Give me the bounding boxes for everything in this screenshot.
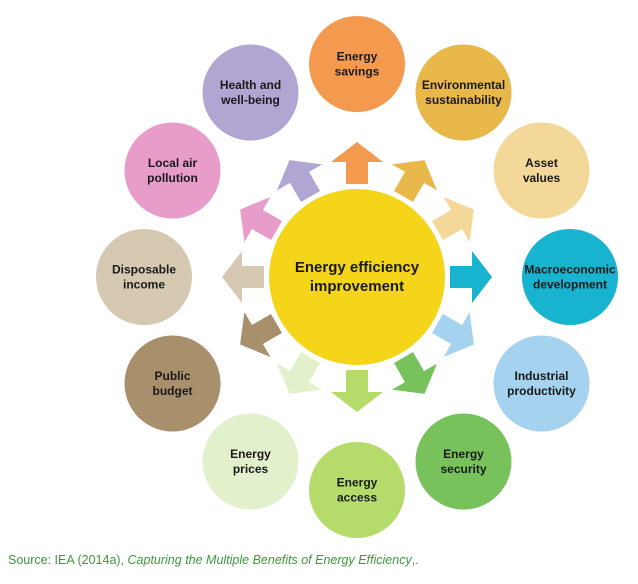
benefit-label-public-budget-line-1: Public [154, 369, 190, 383]
benefit-label-health-and-well-being-line-1: Health and [220, 78, 281, 92]
benefit-circle-environmental-sustainability [415, 44, 512, 141]
arrow-energy-security [392, 352, 437, 394]
benefit-circle-health-and-well-being [202, 44, 299, 141]
benefit-label-local-air-pollution-line-2: pollution [147, 171, 198, 185]
benefit-circle-local-air-pollution [124, 122, 221, 219]
source-prefix: Source: IEA (2014a), [8, 553, 128, 567]
arrow-asset-values [432, 197, 474, 242]
arrow-public-budget [240, 312, 282, 357]
benefit-label-energy-security-line-1: Energy [443, 447, 484, 461]
benefit-label-health-and-well-being-line-2: well-being [220, 93, 280, 107]
benefit-circle-energy-prices [202, 413, 299, 510]
arrow-energy-prices [277, 352, 322, 394]
benefit-label-disposable-income-line-2: income [123, 278, 165, 292]
benefit-label-local-air-pollution-line-1: Local air [148, 156, 198, 170]
benefit-label-energy-access-line-1: Energy [337, 476, 378, 490]
arrow-energy-savings [331, 142, 383, 184]
benefit-circle-industrial-productivity [493, 335, 590, 432]
arrow-macroeconomic-development [450, 251, 492, 303]
benefit-circle-macroeconomic-development [522, 229, 618, 325]
benefit-label-asset-values-line-2: values [523, 171, 561, 185]
source-caption: Source: IEA (2014a), Capturing the Multi… [8, 553, 419, 567]
benefit-circle-disposable-income [96, 229, 192, 325]
center-label-line-1: Energy efficiency [295, 259, 420, 276]
arrow-local-air-pollution [240, 197, 282, 242]
benefit-circle-energy-security [415, 413, 512, 510]
benefit-label-industrial-productivity-line-1: Industrial [514, 369, 568, 383]
benefit-label-energy-prices-line-1: Energy [230, 447, 271, 461]
benefit-circle-asset-values [493, 122, 590, 219]
benefit-label-disposable-income-line-1: Disposable [112, 263, 176, 277]
benefit-label-environmental-sustainability-line-1: Environmental [422, 78, 505, 92]
center-node: Energy efficiency improvement [269, 189, 445, 365]
center-label-line-2: improvement [310, 278, 404, 295]
benefit-circle-energy-access [309, 442, 405, 538]
benefit-label-energy-prices-line-2: prices [233, 462, 269, 476]
circles-layer: EnergysavingsEnvironmentalsustainability… [96, 16, 618, 538]
benefit-label-macroeconomic-development-line-2: development [533, 278, 607, 292]
benefit-label-industrial-productivity-line-2: productivity [507, 384, 576, 398]
arrow-environmental-sustainability [392, 160, 437, 202]
arrow-health-and-well-being [277, 160, 322, 202]
benefit-label-macroeconomic-development-line-1: Macroeconomic [524, 263, 616, 277]
benefit-circle-public-budget [124, 335, 221, 432]
benefit-circle-energy-savings [309, 16, 405, 112]
center-circle [269, 189, 445, 365]
arrow-industrial-productivity [432, 312, 474, 357]
arrow-energy-access [331, 370, 383, 412]
benefit-label-environmental-sustainability-line-2: sustainability [425, 93, 502, 107]
benefit-label-energy-security-line-2: security [440, 462, 486, 476]
arrows-layer [222, 142, 492, 412]
benefit-label-energy-savings-line-2: savings [335, 65, 380, 79]
benefit-label-asset-values-line-1: Asset [525, 156, 558, 170]
arrow-disposable-income [222, 251, 264, 303]
source-title: Capturing the Multiple Benefits of Energ… [127, 553, 412, 567]
benefit-label-energy-access-line-2: access [337, 491, 377, 505]
benefit-label-public-budget-line-2: budget [153, 384, 193, 398]
source-suffix: ,. [411, 553, 419, 567]
benefit-label-energy-savings-line-1: Energy [337, 50, 378, 64]
